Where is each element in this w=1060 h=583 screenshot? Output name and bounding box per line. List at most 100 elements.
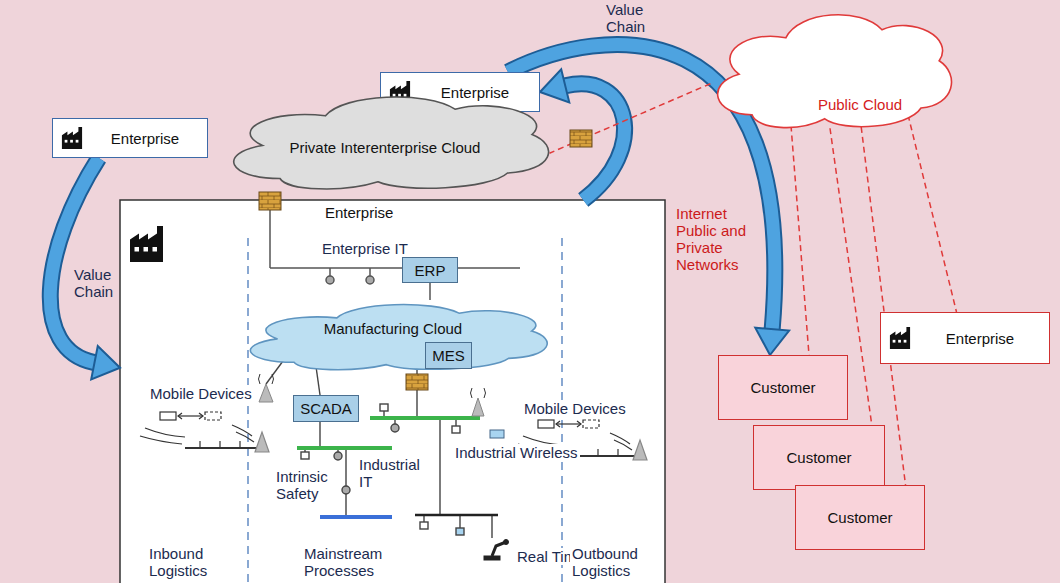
- factory-window: [404, 94, 407, 97]
- node-text: Customer: [750, 379, 815, 396]
- text-label: Industrial IT: [357, 456, 431, 490]
- system-box: ERP: [402, 257, 458, 283]
- factory-window: [904, 340, 907, 343]
- robot-icon: [484, 556, 500, 560]
- text-label: Inbound Logistics: [147, 545, 223, 579]
- mobile-devices-drawing: [185, 447, 258, 449]
- system-box: SCADA: [293, 395, 359, 422]
- industrial-network: [420, 522, 428, 529]
- dashed-link: [791, 126, 809, 355]
- node-text: Private Interenterprise Cloud: [290, 139, 481, 156]
- mobile-devices-drawing: [255, 432, 269, 452]
- text-label: Internet Public and Private Networks: [676, 205, 750, 273]
- factory-shape: [890, 327, 910, 349]
- cloud-shape: Public Cloud: [700, 0, 960, 135]
- factory-window: [76, 140, 79, 143]
- enterprise-box: Enterprise: [880, 312, 1050, 364]
- node-text: Customer: [786, 449, 851, 466]
- enterprise-it-bus: [366, 276, 374, 284]
- zone-separator: [248, 238, 562, 583]
- cloud-outline: [700, 0, 960, 135]
- industrial-network: [342, 486, 350, 494]
- industrial-network: [452, 426, 460, 433]
- cloud-shape: Private Interenterprise Cloud: [210, 85, 560, 195]
- mobile-devices-drawing: [140, 412, 269, 452]
- enterprise-housing: [120, 200, 665, 583]
- industrial-network: [345, 448, 346, 517]
- value-chain-arrow: [540, 69, 625, 200]
- arrow-body-outline: [565, 84, 624, 200]
- network-link: [791, 126, 809, 355]
- mobile-devices-drawing: [617, 449, 618, 456]
- mobile-devices-drawing: [239, 441, 240, 448]
- enterprise-it-bus: [269, 210, 271, 268]
- factory-window: [65, 140, 68, 143]
- factory-icon: [135, 247, 140, 252]
- text-label: Mainstream Processes: [302, 545, 401, 579]
- safety-bus: [320, 515, 392, 519]
- green-fieldbus: [370, 416, 480, 420]
- dashed-link: [550, 84, 711, 154]
- node-text: Enterprise: [946, 330, 1014, 347]
- enterprise-it-bus: [329, 268, 331, 276]
- arrow-body: [50, 158, 99, 363]
- industrial-network: [416, 390, 417, 418]
- factory-icon: [144, 247, 149, 252]
- industrial-network: [439, 418, 440, 515]
- cloud-path: [718, 15, 952, 128]
- node-text: Manufacturing Cloud: [324, 320, 462, 337]
- factory-icon: [61, 127, 83, 149]
- customer-box: Customer: [795, 485, 925, 550]
- industrial-network: [301, 452, 309, 459]
- arrow-head: [755, 328, 789, 355]
- industrial-network: [391, 424, 399, 432]
- mobile-devices-drawing: [556, 423, 581, 424]
- cloud-path: [250, 305, 547, 370]
- firewall: [570, 130, 592, 147]
- node-text: Customer: [827, 509, 892, 526]
- enterprise-it-bus: [429, 283, 431, 300]
- mobile-devices-drawing: [219, 441, 220, 448]
- mobile-devices-drawing: [633, 440, 647, 460]
- mobile-devices-drawing: [178, 415, 203, 416]
- industrial-network: [491, 515, 492, 538]
- node-text: Enterprise: [441, 84, 509, 101]
- system-box: MES: [425, 342, 472, 369]
- green-fieldbus: [297, 446, 392, 450]
- factory-icon: [130, 226, 163, 262]
- antenna: [472, 398, 484, 416]
- industrial-network: [459, 515, 460, 528]
- factory-icon: [889, 327, 911, 349]
- realtime-bus: [415, 514, 498, 517]
- mobile-devices-drawing: [538, 420, 554, 428]
- industrial-network: [334, 452, 342, 460]
- zone-separator: [247, 238, 248, 583]
- factory-window: [898, 340, 901, 343]
- cloud-shape: Manufacturing Cloud: [228, 296, 558, 374]
- antenna: [259, 384, 273, 402]
- node-text: MES: [432, 347, 465, 364]
- robot-icon: [504, 540, 509, 545]
- node-text: Enterprise: [325, 204, 393, 221]
- enterprise-it-bus: [326, 276, 334, 284]
- enterprise-it-bus: [270, 210, 520, 300]
- text-label: Mobile Devices: [522, 400, 628, 417]
- text-label: Industrial Wireless: [453, 444, 580, 461]
- mobile-devices-drawing: [583, 420, 599, 428]
- node-text: Public Cloud: [818, 96, 902, 113]
- arrow-head: [91, 346, 120, 379]
- network-link: [550, 84, 711, 154]
- factory-icon: [153, 247, 158, 252]
- arrow-body-outline: [50, 158, 99, 363]
- firewall: [259, 192, 281, 210]
- factory-icon: [130, 226, 163, 262]
- mobile-devices-drawing: [140, 425, 254, 444]
- node-text: SCADA: [300, 400, 352, 417]
- mobile-devices-drawing: [199, 441, 200, 448]
- enterprise-it-bus: [270, 267, 520, 269]
- factory-shape: [62, 127, 82, 149]
- text-label: Intrinsic Safety: [274, 468, 340, 502]
- node-text: ERP: [415, 262, 446, 279]
- enterprise-box: Enterprise: [52, 118, 208, 158]
